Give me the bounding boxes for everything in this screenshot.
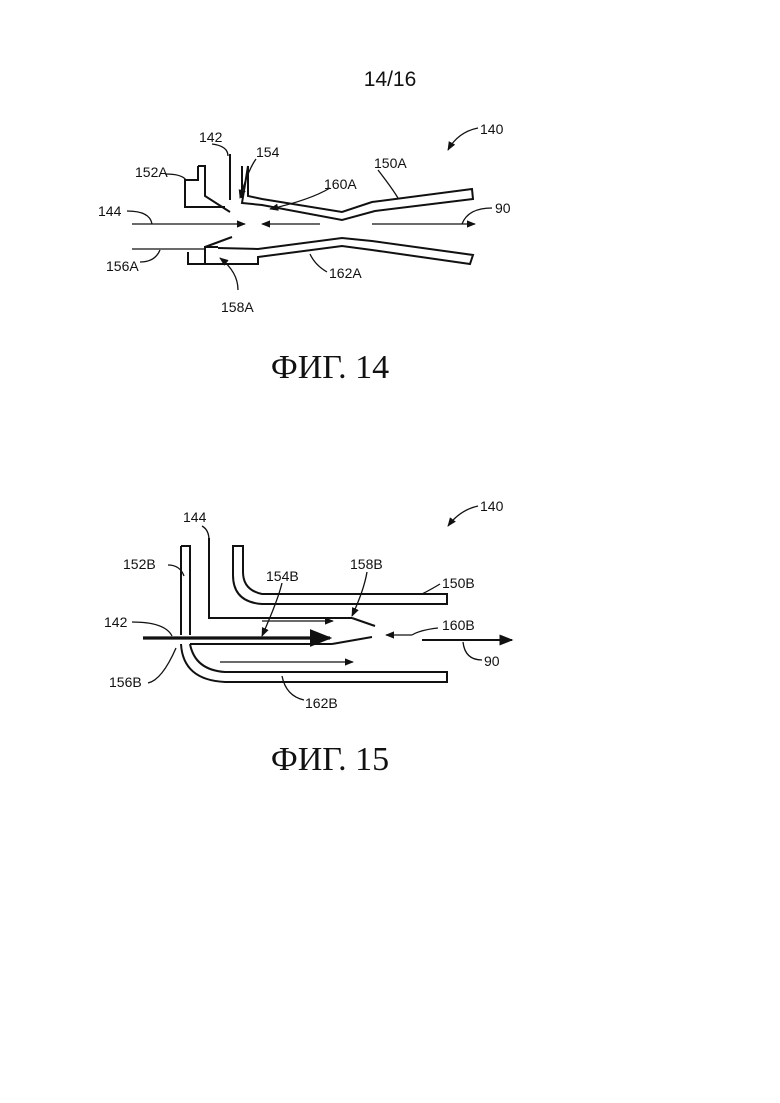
label-156a: 156A — [106, 258, 139, 274]
wall-162b — [181, 644, 447, 682]
inner-lip-158a — [205, 237, 232, 247]
label-158b: 158B — [350, 556, 383, 572]
label-142: 142 — [199, 129, 223, 145]
nozzle-lower — [332, 637, 372, 644]
label-140: 140 — [480, 498, 504, 514]
label-140: 140 — [480, 121, 504, 137]
label-162b: 162B — [305, 695, 338, 711]
figure-15: 140 144 152B 154B 158B 150B 142 160B 90 … — [0, 490, 780, 810]
flange-152a — [185, 166, 230, 212]
label-144: 144 — [183, 509, 207, 525]
plate-152b — [181, 546, 190, 635]
label-158a: 158A — [221, 299, 254, 315]
label-152b: 152B — [123, 556, 156, 572]
label-154: 154 — [256, 144, 280, 160]
label-162a: 162A — [329, 265, 362, 281]
label-160b: 160B — [442, 617, 475, 633]
label-150a: 150A — [374, 155, 407, 171]
page-number: 14/16 — [0, 68, 780, 92]
nozzle-158b — [352, 618, 375, 626]
figure-14: 140 142 154 150A 152A 160A 144 90 156A 1… — [0, 100, 780, 500]
label-144: 144 — [98, 203, 122, 219]
caption-fig-14: ФИГ. 14 — [271, 349, 389, 386]
label-90: 90 — [484, 653, 500, 669]
upper-wall-150a — [242, 166, 473, 220]
label-156b: 156B — [109, 674, 142, 690]
label-150b: 150B — [442, 575, 475, 591]
label-90: 90 — [495, 200, 511, 216]
label-142: 142 — [104, 614, 128, 630]
lower-wall-162a — [188, 238, 473, 264]
label-154b: 154B — [266, 568, 299, 584]
label-160a: 160A — [324, 176, 357, 192]
caption-fig-15: ФИГ. 15 — [271, 741, 389, 778]
label-152a: 152A — [135, 164, 168, 180]
